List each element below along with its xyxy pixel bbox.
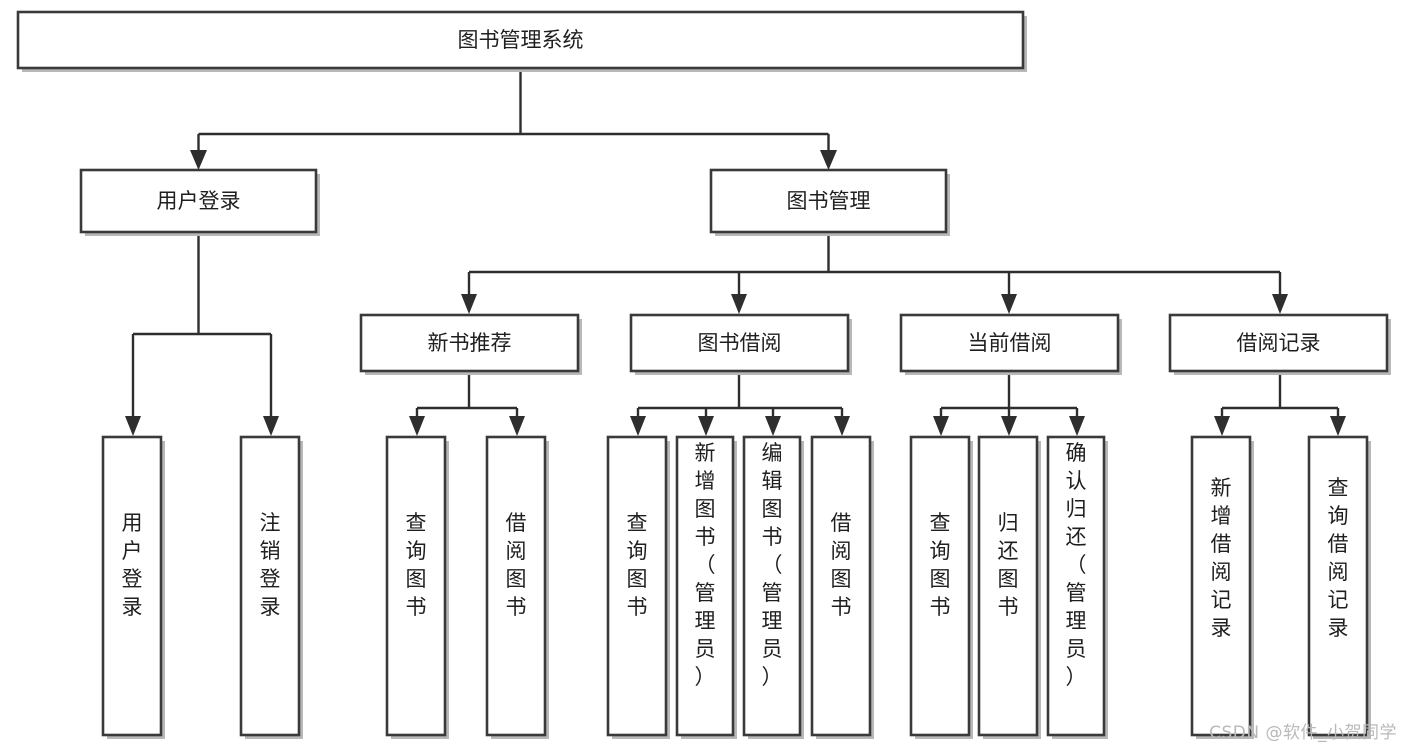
node-borrow-record[interactable]: 借阅记录: [1168, 313, 1391, 375]
arrow-userlogin-c1: [125, 416, 141, 436]
arrow-recommend-c1: [409, 416, 425, 436]
node-root-label: 图书管理系统: [458, 28, 584, 52]
leaf-current-1-label: 查询图书: [930, 511, 951, 619]
arrow-to-bookmgmt: [820, 150, 837, 170]
arrow-bookmgmt-c2: [731, 294, 747, 314]
leaf-borrow-4-label: 借阅图书: [831, 511, 852, 619]
node-new-book-recommend[interactable]: 新书推荐: [359, 313, 582, 375]
arrow-bookmgmt-c3: [1001, 294, 1017, 314]
node-user-login[interactable]: 用户登录: [79, 168, 320, 236]
leaf-current-1[interactable]: 查询图书: [909, 435, 973, 739]
node-book-borrow[interactable]: 图书借阅: [629, 313, 852, 375]
arrow-record-c1: [1214, 416, 1230, 436]
node-new-book-recommend-label: 新书推荐: [428, 331, 512, 355]
node-current-borrow-label: 当前借阅: [968, 331, 1052, 355]
leaf-record-2[interactable]: 查询借阅记录: [1307, 435, 1371, 739]
arrow-bookmgmt-c1: [461, 294, 477, 314]
leaf-recommend-1-label: 查询图书: [406, 511, 427, 619]
edge-layer: [125, 68, 1346, 436]
node-root[interactable]: 图书管理系统: [16, 10, 1027, 72]
leaf-recommend-2[interactable]: 借阅图书: [485, 435, 549, 739]
leaf-user-login-2-label: 注销登录: [260, 511, 281, 619]
leaf-record-2-label: 查询借阅记录: [1328, 476, 1349, 640]
leaf-record-1[interactable]: 新增借阅记录: [1190, 435, 1254, 739]
leaf-borrow-4[interactable]: 借阅图书: [810, 435, 874, 739]
arrow-borrow-c1: [630, 416, 646, 436]
leaf-recommend-2-label: 借阅图书: [506, 511, 527, 619]
node-user-login-label: 用户登录: [157, 189, 241, 213]
leaf-user-login-1-label: 用户登录: [122, 511, 143, 619]
node-book-borrow-label: 图书借阅: [698, 331, 782, 355]
leaf-current-3-label: 确认归还（管理员）: [1066, 441, 1087, 689]
node-book-management-label: 图书管理: [787, 189, 871, 213]
arrow-to-userlogin: [190, 150, 207, 170]
leaf-user-login-1[interactable]: 用户登录: [101, 435, 165, 739]
node-layer: 图书管理系统 用户登录 图书管理 新书推荐: [16, 10, 1391, 739]
node-book-management[interactable]: 图书管理: [709, 168, 950, 236]
leaf-borrow-1[interactable]: 查询图书: [606, 435, 670, 739]
leaf-borrow-3-label: 编辑图书（管理员）: [762, 441, 783, 689]
leaf-borrow-2-label: 新增图书（管理员）: [695, 441, 716, 689]
leaf-borrow-2[interactable]: 新增图书（管理员）: [675, 435, 737, 739]
leaf-user-login-2[interactable]: 注销登录: [239, 435, 303, 739]
arrow-borrow-c4: [834, 416, 850, 436]
arrow-userlogin-c2: [263, 416, 279, 436]
leaf-borrow-3[interactable]: 编辑图书（管理员）: [742, 435, 804, 739]
leaf-current-3[interactable]: 确认归还（管理员）: [1046, 435, 1108, 739]
csdn-watermark: CSDN @软件_小贺同学: [1209, 723, 1397, 743]
arrow-recommend-c2: [509, 416, 525, 436]
arrow-current-c3: [1069, 416, 1085, 436]
arrow-borrow-c2: [698, 416, 714, 436]
node-borrow-record-label: 借阅记录: [1237, 331, 1321, 355]
arrow-current-c2: [1001, 416, 1017, 436]
arrow-current-c1: [933, 416, 949, 436]
leaf-record-1-label: 新增借阅记录: [1211, 476, 1232, 640]
arrow-bookmgmt-c4: [1272, 294, 1288, 314]
arrow-borrow-c3: [765, 416, 781, 436]
leaf-current-2[interactable]: 归还图书: [977, 435, 1041, 739]
leaf-current-2-label: 归还图书: [998, 511, 1019, 619]
arrow-record-c2: [1330, 416, 1346, 436]
leaf-recommend-1[interactable]: 查询图书: [385, 435, 449, 739]
leaf-borrow-1-label: 查询图书: [627, 511, 648, 619]
node-current-borrow[interactable]: 当前借阅: [899, 313, 1122, 375]
